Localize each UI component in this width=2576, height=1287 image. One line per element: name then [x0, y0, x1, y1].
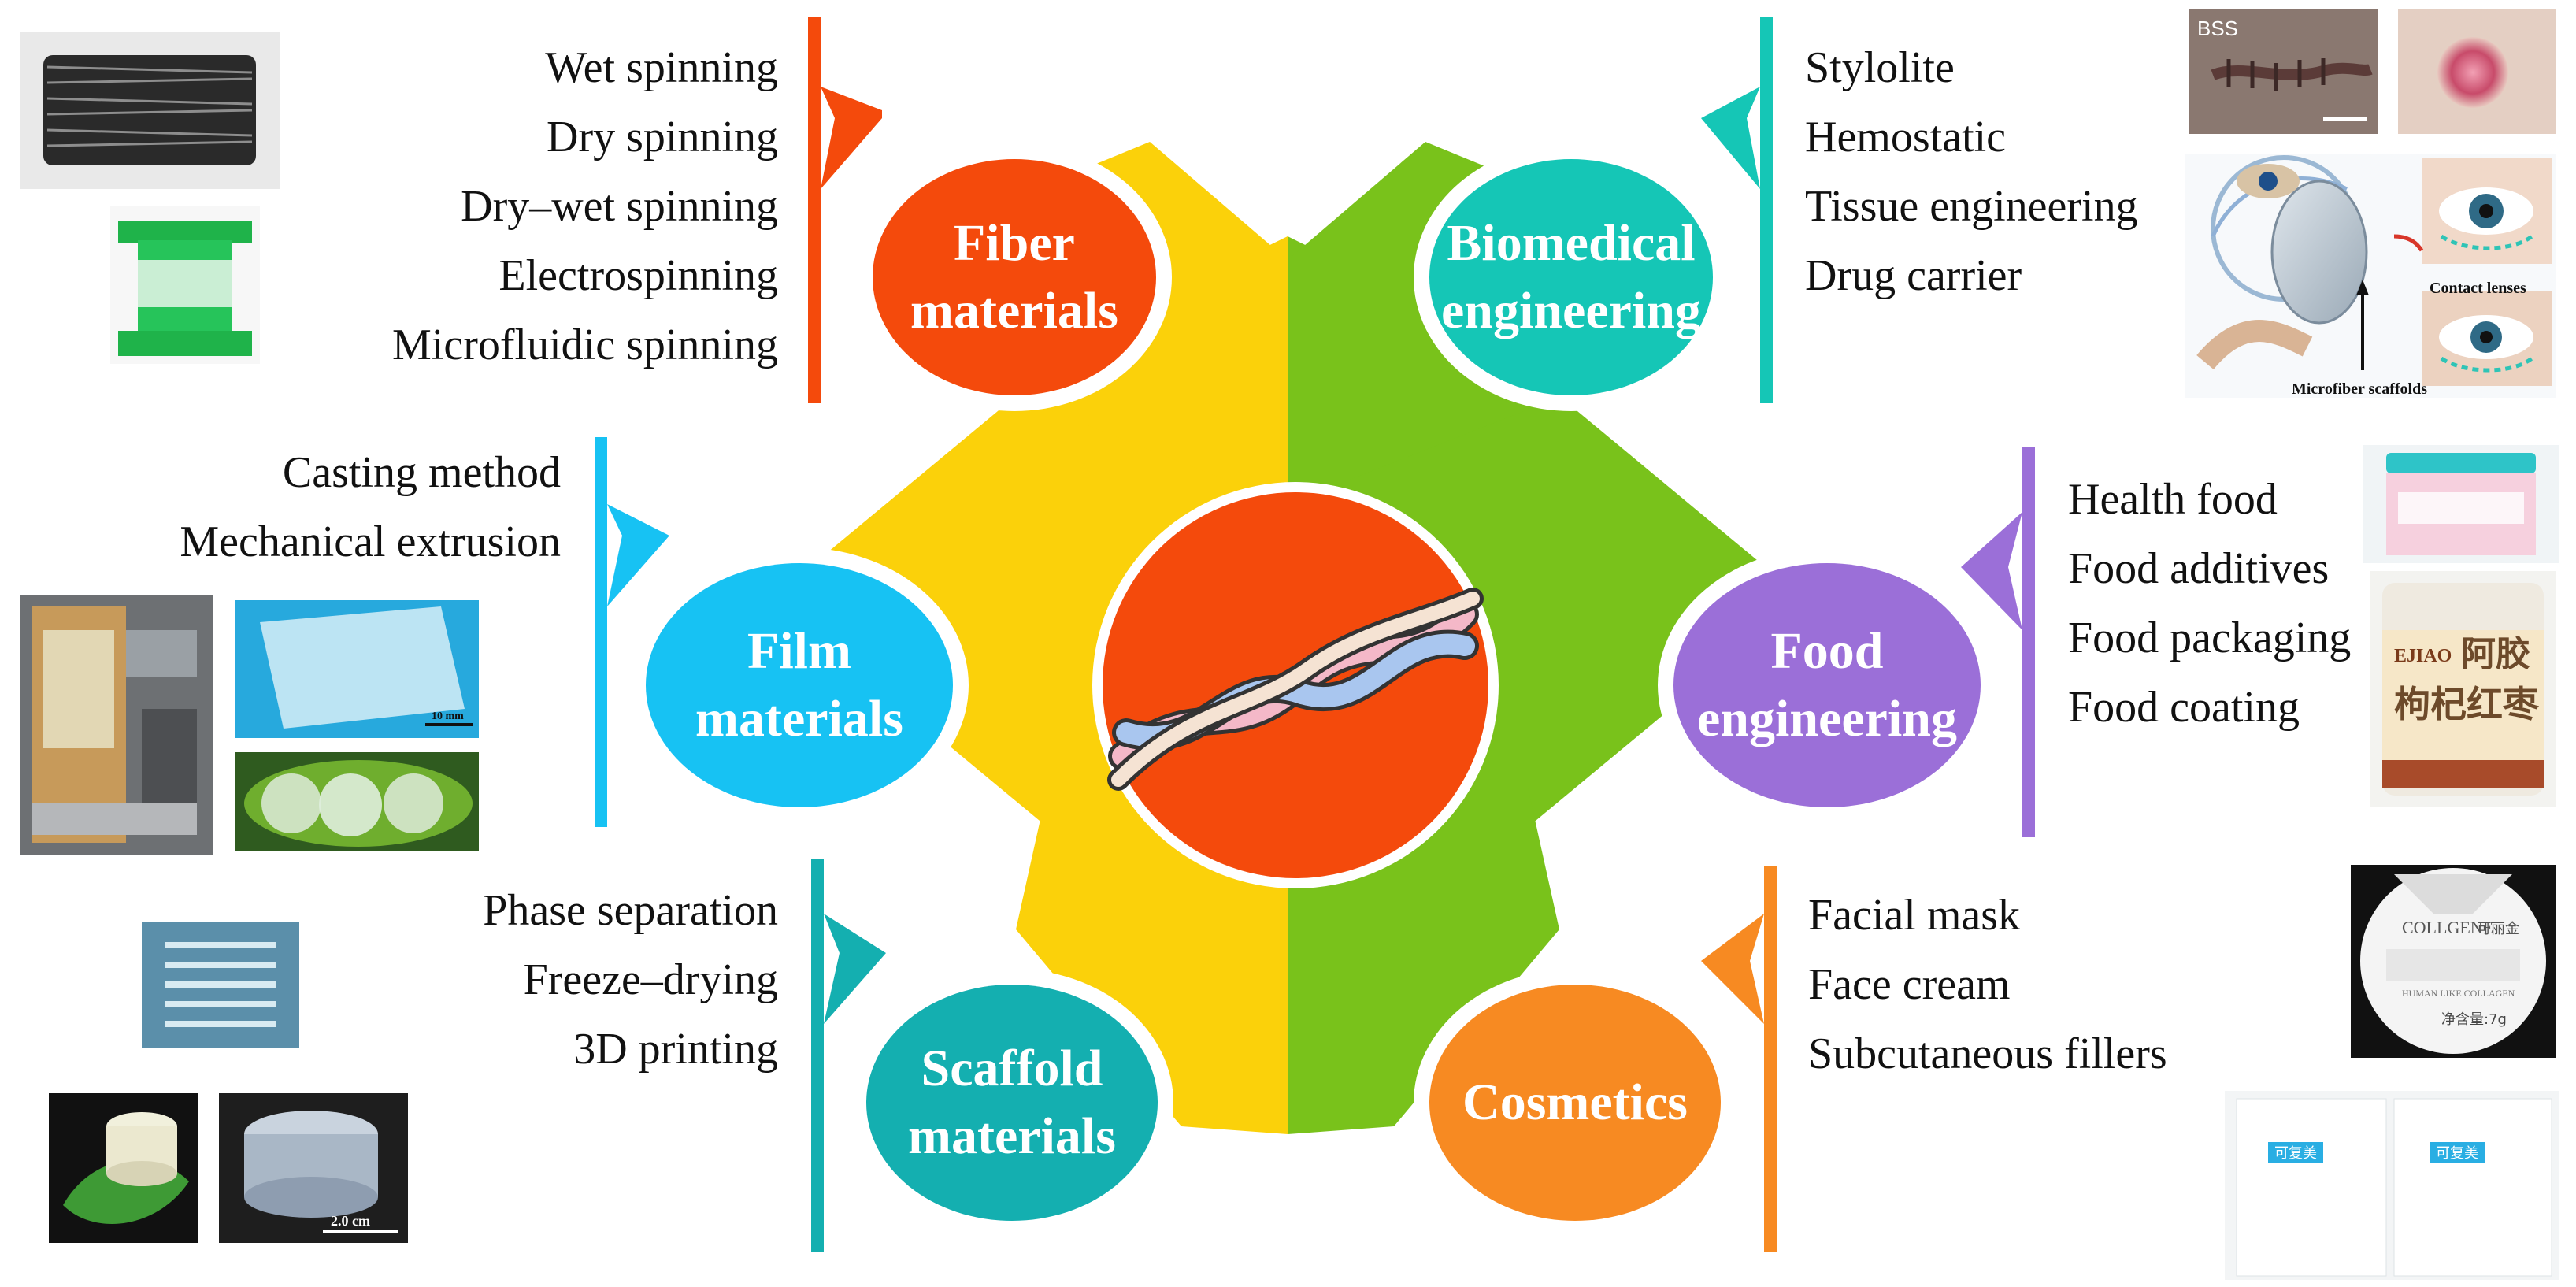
fiber-method-item: Electrospinning: [499, 251, 778, 300]
fiber-materials-bubble: Fiber materials: [873, 183, 1156, 372]
cosm-brand-label: COLLGENE: [2402, 918, 2493, 937]
food-bracket: [1961, 447, 2035, 837]
film-title-line2: materials: [695, 690, 903, 747]
cosmetics-application-item: Facial mask: [1808, 891, 2021, 940]
film-methods-list: Casting method Mechanical extrusion: [110, 438, 561, 577]
fiber-method-item: Dry spinning: [547, 113, 778, 161]
cosm-cn-label: 可丽金: [2477, 921, 2519, 937]
scaffold-materials-bubble: Scaffold materials: [866, 1008, 1158, 1197]
scaffold-title-line1: Scaffold: [921, 1040, 1103, 1097]
film-scale-label: 10 mm: [432, 710, 464, 722]
biomedical-application-item: Tissue engineering: [1805, 182, 2138, 231]
biomedical-application-item: Drug carrier: [1805, 251, 2022, 300]
food-brand-label: EJIAO: [2394, 646, 2452, 666]
film-method-item: Casting method: [282, 448, 561, 497]
fiber-method-item: Dry–wet spinning: [461, 182, 778, 231]
wound-healing-photo: [2398, 9, 2556, 134]
star-bottom-left-arm: [1016, 788, 1288, 1134]
printed-grid-scaffold-photo: [142, 922, 299, 1048]
film-bracket: [595, 437, 669, 827]
bss-suture-photo: BSS: [2189, 9, 2378, 134]
cosmetics-bracket: [1701, 866, 1777, 1252]
cosm-box-label-2: 可复美: [2436, 1145, 2478, 1162]
health-food-jar-photo: [2363, 445, 2559, 563]
film-method-item: Mechanical extrusion: [180, 517, 561, 566]
collagen-mask-photo: COLLGENE 可丽金 HUMAN LIKE COLLAGEN 净含量:7g: [2351, 865, 2556, 1058]
food-application-item: Food packaging: [2068, 614, 2352, 662]
film-extrusion-machine-photo: [20, 595, 213, 855]
cosmetics-applications-list: Facial mask Face cream Subcutaneous fill…: [1808, 881, 2218, 1089]
fiber-bracket: [808, 17, 882, 403]
biomedical-engineering-bubble: Biomedical engineering: [1429, 183, 1713, 372]
food-title-line2: engineering: [1697, 690, 1957, 747]
biomedical-bubble-shape: [1414, 143, 1729, 411]
sponge-on-leaf-photo: [49, 1093, 198, 1243]
food-engineering-bubble: Food engineering: [1673, 591, 1981, 780]
biomedical-bracket: [1701, 17, 1773, 403]
food-title-line1: Food: [1770, 622, 1884, 680]
film-materials-bubble: Film materials: [646, 591, 953, 780]
microfiber-scaffolds-label: Microfiber scaffolds: [2292, 380, 2427, 398]
cosm-weight-label: 净含量:7g: [2441, 1011, 2507, 1028]
cosm-box-label: 可复美: [2274, 1145, 2317, 1162]
fiber-methods-list: Wet spinning Dry spinning Dry–wet spinni…: [315, 33, 778, 380]
fiber-title-line2: materials: [910, 282, 1118, 339]
hydrogel-cylinder-photo: [219, 1093, 408, 1243]
fiber-method-item: Microfluidic spinning: [392, 321, 778, 369]
biomedical-title-line1: Biomedical: [1447, 214, 1696, 272]
food-name-1-label: 阿胶: [2461, 634, 2530, 674]
film-discs-on-leaf-photo: [235, 752, 479, 851]
food-bubble-shape: [1658, 547, 1996, 823]
fiber-title-line1: Fiber: [954, 214, 1075, 272]
cosmetics-application-item: Subcutaneous fillers: [1808, 1029, 2167, 1078]
contact-lenses-label: Contact lenses: [2430, 280, 2526, 297]
black-fiber-bobbin-photo: [20, 32, 280, 189]
food-applications-list: Health food Food additives Food packagin…: [2068, 465, 2383, 742]
scaffold-scale-label: 2.0 cm: [331, 1213, 370, 1229]
cosmetics-title-line1: Cosmetics: [1462, 1074, 1688, 1131]
scaffold-bubble-shape: [851, 969, 1173, 1237]
scaffold-bracket: [811, 859, 886, 1252]
bss-label: BSS: [2197, 17, 2238, 40]
cosmetics-application-item: Face cream: [1808, 960, 2011, 1009]
ejiao-jar-photo: EJIAO 阿胶 枸杞红枣: [2370, 571, 2556, 807]
scaffold-method-item: Phase separation: [483, 886, 778, 935]
food-application-item: Food coating: [2068, 683, 2300, 732]
cosmetics-bubble-shape: [1414, 969, 1736, 1237]
scaffold-title-line2: materials: [908, 1107, 1116, 1165]
film-bubble-shape: [630, 547, 969, 823]
biomedical-application-item: Hemostatic: [1805, 113, 2007, 161]
center-hub: [1092, 482, 1499, 888]
biomedical-title-line2: engineering: [1441, 282, 1701, 339]
braided-fiber-icon: [1107, 588, 1484, 791]
biomedical-application-item: Stylolite: [1805, 43, 1955, 92]
film-title-line1: Film: [747, 622, 851, 680]
scaffold-method-item: Freeze–drying: [523, 955, 778, 1004]
transparent-film-photo: 10 mm: [235, 600, 479, 738]
biomedical-applications-list: Stylolite Hemostatic Tissue engineering …: [1805, 33, 2175, 310]
cosmetics-bubble: Cosmetics: [1429, 1008, 1721, 1197]
food-application-item: Food additives: [2068, 544, 2330, 593]
fiber-method-item: Wet spinning: [545, 43, 778, 92]
cosmetic-product-box-photo: 可复美 可复美: [2225, 1091, 2559, 1280]
contact-lens-scaffold-photo: Contact lenses Microfiber scaffolds: [2185, 154, 2556, 398]
green-fiber-spool-photo: [110, 206, 260, 364]
scaffold-method-item: 3D printing: [573, 1025, 778, 1074]
food-application-item: Health food: [2068, 475, 2278, 524]
cosm-text-label: HUMAN LIKE COLLAGEN: [2402, 988, 2515, 999]
fiber-bubble-shape: [857, 143, 1172, 411]
scaffold-methods-list: Phase separation Freeze–drying 3D printi…: [370, 876, 778, 1084]
food-name-2-label: 枸杞红枣: [2394, 683, 2540, 725]
